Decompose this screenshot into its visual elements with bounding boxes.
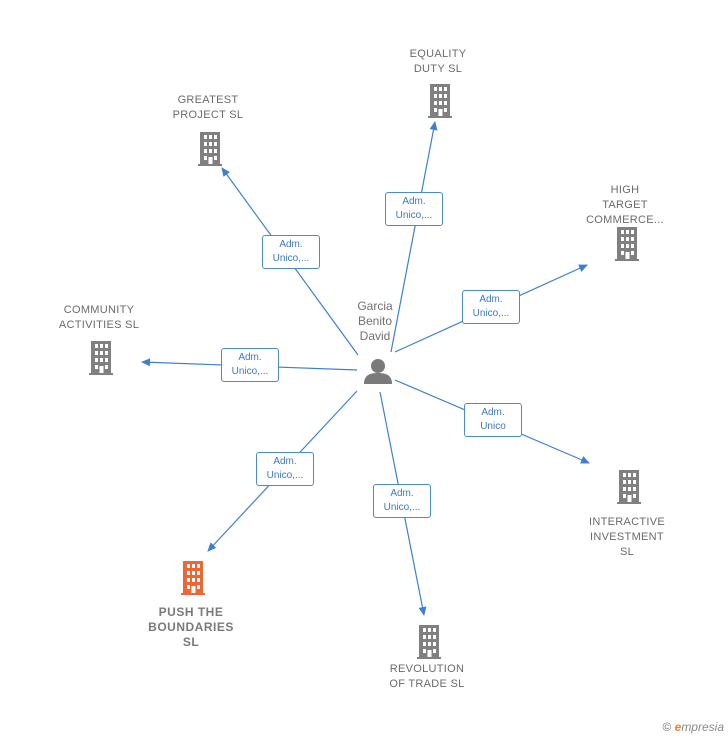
company-label-revolution[interactable]: REVOLUTION OF TRADE SL bbox=[389, 663, 465, 690]
person-label[interactable]: Garcia Benito David bbox=[357, 299, 393, 343]
building-icon-push[interactable] bbox=[181, 561, 205, 595]
company-label-community[interactable]: COMMUNITY ACTIVITIES SL bbox=[58, 304, 140, 331]
company-label-push[interactable]: PUSH THE BOUNDARIES SL bbox=[148, 605, 234, 649]
company-label-high[interactable]: HIGH TARGET COMMERCE... bbox=[586, 184, 664, 226]
role-badge-community[interactable]: Adm. Unico,... bbox=[221, 348, 279, 382]
role-badge-equality[interactable]: Adm. Unico,... bbox=[385, 192, 443, 226]
company-label-equality[interactable]: EQUALITY DUTY SL bbox=[409, 48, 467, 75]
company-label-interactive[interactable]: INTERACTIVE INVESTMENT SL bbox=[588, 516, 666, 558]
brand-logo: empresia bbox=[674, 720, 724, 734]
role-badge-high[interactable]: Adm. Unico,... bbox=[462, 290, 520, 324]
person-icon[interactable] bbox=[364, 359, 392, 384]
building-icon-equality[interactable] bbox=[428, 84, 452, 118]
role-badge-greatest[interactable]: Adm. Unico,... bbox=[262, 235, 320, 269]
building-icon-revolution[interactable] bbox=[417, 625, 441, 659]
company-label-greatest[interactable]: GREATEST PROJECT SL bbox=[172, 94, 244, 121]
role-badge-interactive[interactable]: Adm. Unico bbox=[464, 403, 522, 437]
copyright-footer: © empresia bbox=[662, 720, 724, 734]
edge-equality bbox=[390, 121, 438, 353]
building-icon-high[interactable] bbox=[615, 227, 639, 261]
building-icon-greatest[interactable] bbox=[198, 132, 222, 166]
copyright-icon: © bbox=[662, 720, 672, 734]
buildings bbox=[89, 84, 641, 659]
building-icon-community[interactable] bbox=[89, 341, 113, 375]
role-badge-revolution[interactable]: Adm. Unico,... bbox=[373, 484, 431, 518]
role-badge-push[interactable]: Adm. Unico,... bbox=[256, 452, 314, 486]
edges bbox=[141, 121, 590, 616]
building-icon-interactive[interactable] bbox=[617, 470, 641, 504]
